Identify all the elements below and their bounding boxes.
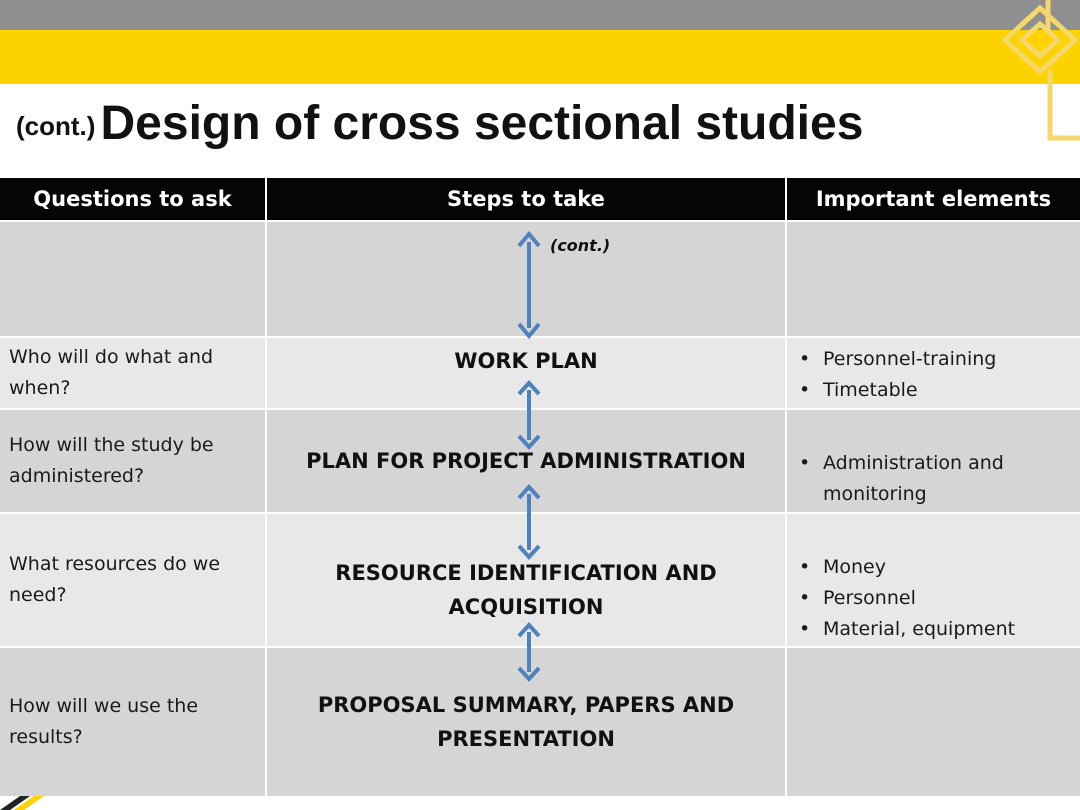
top-gray-band: [0, 0, 1080, 30]
header-questions: Questions to ask: [0, 178, 265, 220]
title-main: Design of cross sectional studies: [100, 97, 864, 150]
step-text: WORK PLAN: [454, 349, 598, 373]
corner-decoration-icon: [1001, 0, 1080, 141]
elements-list: Administration and monitoring: [797, 448, 1080, 510]
table-row-3-elements: Money Personnel Material, equipment: [787, 514, 1080, 646]
list-item: Material, equipment: [797, 614, 1080, 645]
table-row-4-elements: [787, 648, 1080, 796]
list-item: Personnel: [797, 583, 1080, 614]
slide-title: (cont.) Design of cross sectional studie…: [16, 96, 863, 151]
step-text: PROPOSAL SUMMARY, PAPERS AND PRESENTATIO…: [317, 693, 735, 751]
table-row-4-question: How will we use the results?: [0, 648, 265, 796]
elements-list: Personnel-training Timetable: [797, 344, 1080, 406]
question-text: How will the study be administered?: [9, 434, 214, 487]
table-row-3-step: RESOURCE IDENTIFICATION AND ACQUISITION: [267, 514, 785, 646]
header-elements: Important elements: [787, 178, 1080, 220]
title-prefix: (cont.): [16, 111, 96, 141]
list-item: Timetable: [797, 375, 1080, 406]
table-row-2-step: PLAN FOR PROJECT ADMINISTRATION: [267, 410, 785, 512]
step-text: RESOURCE IDENTIFICATION AND ACQUISITION: [335, 561, 717, 619]
list-item: Personnel-training: [797, 344, 1080, 375]
table-row-2-question: How will the study be administered?: [0, 410, 265, 512]
table-row-1-elements: Personnel-training Timetable: [787, 338, 1080, 408]
question-text: What resources do we need?: [9, 553, 221, 606]
question-text: Who will do what and when?: [9, 346, 214, 399]
table-row-3-question: What resources do we need?: [0, 514, 265, 646]
bottom-corner-decoration-icon: [0, 796, 44, 810]
question-text: How will we use the results?: [9, 695, 199, 748]
cont-note: (cont.): [550, 236, 611, 255]
table-row-1-question: Who will do what and when?: [0, 338, 265, 408]
double-arrow-icon: [517, 230, 541, 340]
header-steps: Steps to take: [267, 178, 785, 220]
table-row-0-elements: [787, 222, 1080, 336]
list-item: Money: [797, 552, 1080, 583]
table-row-2-elements: Administration and monitoring: [787, 410, 1080, 512]
double-arrow-icon: [517, 380, 541, 450]
double-arrow-icon: [517, 484, 541, 560]
step-text: PLAN FOR PROJECT ADMINISTRATION: [306, 449, 746, 473]
table-row-4-step: PROPOSAL SUMMARY, PAPERS AND PRESENTATIO…: [267, 648, 785, 796]
double-arrow-icon: [517, 622, 541, 682]
top-yellow-band: [0, 30, 1080, 84]
list-item: Administration and monitoring: [797, 448, 1080, 510]
elements-list: Money Personnel Material, equipment: [797, 552, 1080, 645]
table-row-0-question: [0, 222, 265, 336]
table-row-1-step: WORK PLAN: [267, 338, 785, 408]
table-row-0-step: [267, 222, 785, 336]
